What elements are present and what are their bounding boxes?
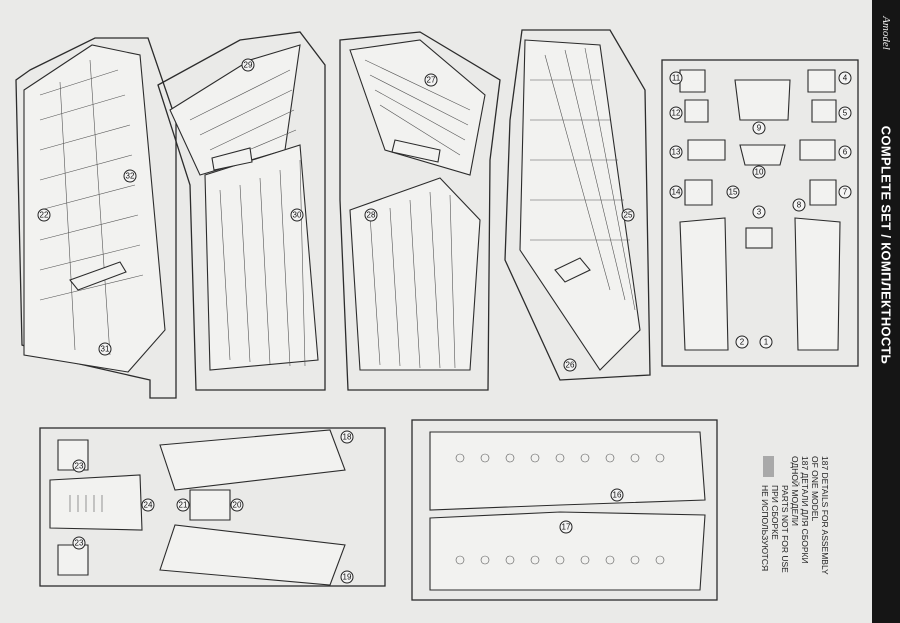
part-label-14: 14 — [669, 185, 683, 199]
svg-text:23: 23 — [75, 462, 84, 471]
svg-text:9: 9 — [757, 124, 762, 133]
part-label-5: 5 — [838, 106, 852, 120]
part-label-20: 20 — [230, 498, 244, 512]
svg-text:13: 13 — [672, 148, 681, 157]
svg-text:5: 5 — [843, 109, 848, 118]
part-label-26: 26 — [563, 358, 577, 372]
part-label-11: 11 — [669, 71, 683, 85]
svg-text:17: 17 — [562, 523, 571, 532]
sprue-g — [411, 419, 718, 601]
legend-unused-ru-2: НЕ ИСПОЛЬЗУЮТСЯ — [760, 485, 770, 572]
part-label-18: 18 — [340, 430, 354, 444]
svg-text:3: 3 — [757, 208, 762, 217]
sprue-c — [339, 31, 501, 391]
svg-text:20: 20 — [233, 501, 242, 510]
legend-unused-ru: ПРИ СБОРКЕ — [770, 485, 780, 540]
legend-details-ru-2: ОДНОЙ МОДЕЛИ — [790, 456, 800, 527]
svg-text:4: 4 — [843, 74, 848, 83]
part-label-16: 16 — [610, 488, 624, 502]
svg-text:23: 23 — [75, 539, 84, 548]
svg-text:28: 28 — [367, 211, 376, 220]
svg-text:16: 16 — [613, 491, 622, 500]
part-label-13: 13 — [669, 145, 683, 159]
part-label-2: 2 — [735, 335, 749, 349]
part-label-12: 12 — [669, 106, 683, 120]
part-label-10: 10 — [752, 165, 766, 179]
part-label-21: 21 — [176, 498, 190, 512]
svg-text:29: 29 — [244, 61, 253, 70]
svg-text:14: 14 — [672, 188, 681, 197]
svg-text:6: 6 — [843, 148, 848, 157]
legend-details-en: 187 DETAILS FOR ASSEMBLY — [820, 456, 830, 575]
svg-text:19: 19 — [343, 573, 352, 582]
sprue-d — [504, 29, 651, 381]
sprue-e — [661, 59, 859, 367]
svg-text:32: 32 — [126, 172, 135, 181]
part-label-31: 31 — [98, 342, 112, 356]
legend-details-en-2: OF ONE MODEL — [810, 456, 820, 522]
sprue-f — [39, 427, 386, 587]
sprue-drawings: 1 2 3 4 5 6 7 8 9 10 11 12 13 14 15 16 1… — [15, 29, 859, 601]
legend-unused-en: PARTS NOT FOR USE — [780, 485, 790, 573]
part-label-19: 19 — [340, 570, 354, 584]
svg-text:12: 12 — [672, 109, 681, 118]
part-label-1: 1 — [759, 335, 773, 349]
part-label-7: 7 — [838, 185, 852, 199]
brand-logo: Amodel — [874, 4, 898, 62]
svg-text:2: 2 — [740, 338, 745, 347]
svg-text:1: 1 — [764, 338, 769, 347]
sprue-b — [157, 31, 326, 391]
svg-text:8: 8 — [797, 201, 802, 210]
part-label-28: 28 — [364, 208, 378, 222]
part-label-4: 4 — [838, 71, 852, 85]
svg-text:24: 24 — [144, 501, 153, 510]
svg-text:7: 7 — [843, 188, 848, 197]
part-number-labels: 1 2 3 4 5 6 7 8 9 10 11 12 13 14 15 16 1… — [37, 58, 852, 584]
part-label-25: 25 — [621, 208, 635, 222]
svg-text:27: 27 — [427, 76, 436, 85]
svg-text:30: 30 — [293, 211, 302, 220]
brand-logo-text: Amodel — [880, 16, 893, 50]
part-label-22: 22 — [37, 208, 51, 222]
part-label-23-top: 23 — [72, 459, 86, 473]
part-label-6: 6 — [838, 145, 852, 159]
part-label-30: 30 — [290, 208, 304, 222]
svg-text:21: 21 — [179, 501, 188, 510]
svg-text:10: 10 — [755, 168, 764, 177]
part-label-9: 9 — [752, 121, 766, 135]
header-band — [872, 0, 900, 623]
part-label-32: 32 — [123, 169, 137, 183]
svg-text:18: 18 — [343, 433, 352, 442]
legend-details-ru: 187 ДЕТАЛИ ДЛЯ СБОРКИ — [800, 456, 810, 564]
part-label-8: 8 — [792, 198, 806, 212]
svg-text:15: 15 — [729, 188, 738, 197]
part-label-17: 17 — [559, 520, 573, 534]
part-label-3: 3 — [752, 205, 766, 219]
svg-text:25: 25 — [624, 211, 633, 220]
part-label-27: 27 — [424, 73, 438, 87]
svg-text:22: 22 — [40, 211, 49, 220]
sprue-a — [15, 37, 177, 399]
part-label-15: 15 — [726, 185, 740, 199]
unused-parts-swatch — [763, 456, 774, 477]
svg-text:26: 26 — [566, 361, 575, 370]
svg-text:31: 31 — [101, 345, 110, 354]
page-title: COMPLETE SET / КОМПЛЕКТНОСТЬ — [878, 125, 894, 365]
part-label-23-bottom: 23 — [72, 536, 86, 550]
svg-text:11: 11 — [672, 74, 681, 83]
part-label-24: 24 — [141, 498, 155, 512]
part-label-29: 29 — [241, 58, 255, 72]
